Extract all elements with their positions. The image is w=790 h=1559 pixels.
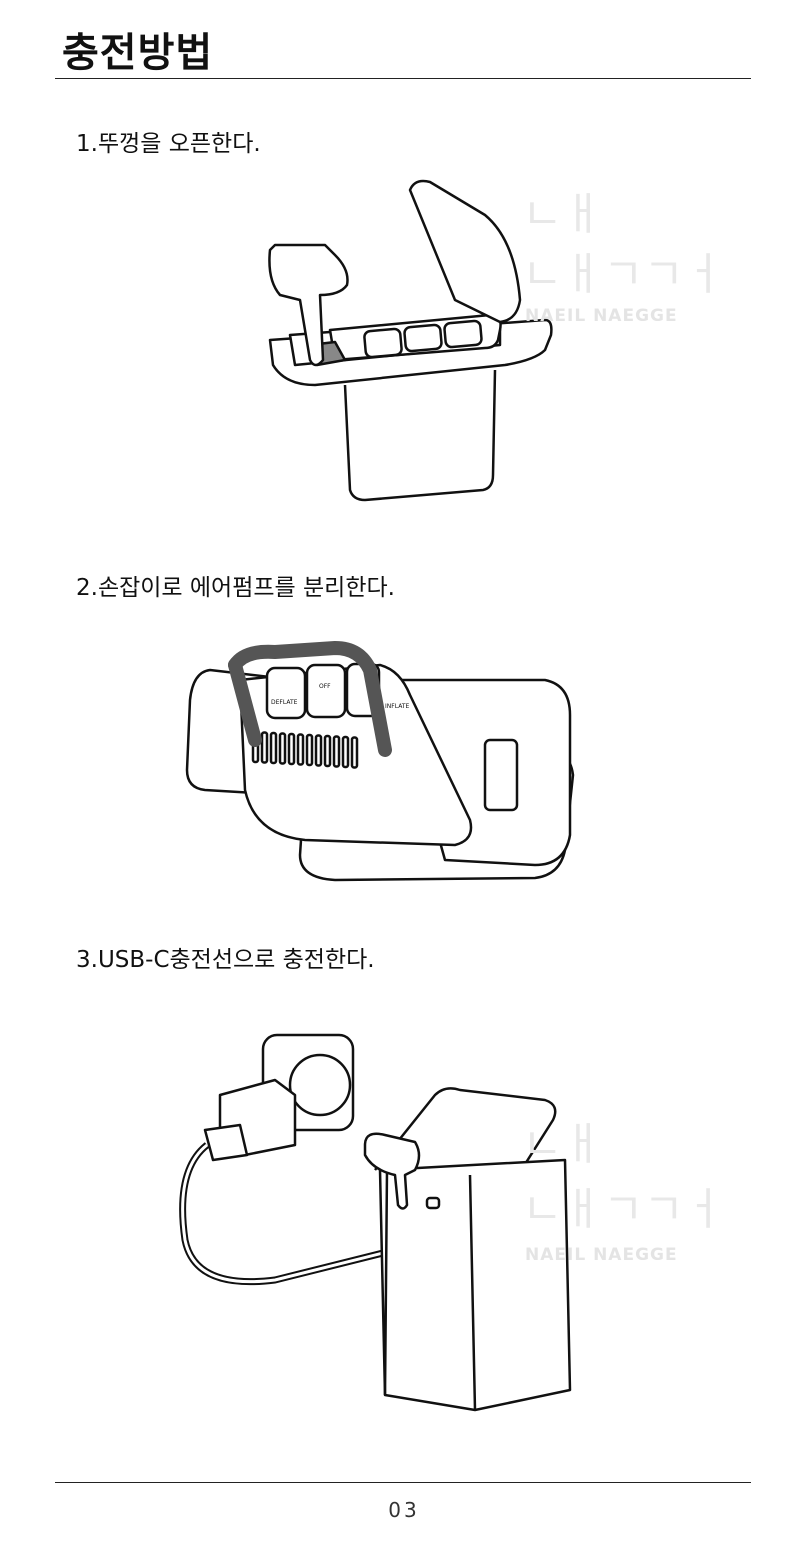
step-1-label: 1.뚜껑을 오픈한다.	[76, 131, 261, 157]
watermark-brand: NAEIL NAEGGE	[525, 306, 678, 326]
vent-rib	[296, 733, 305, 766]
detach-pump-illustration: DEFLATE OFF INFLATE	[185, 641, 575, 882]
vent-rib	[260, 731, 269, 764]
watermark-logo-2: ㄴㅐㄱㄱㅓ	[522, 249, 725, 300]
step-3-label: 3.USB-C충전선으로 충전한다.	[76, 947, 375, 973]
vent-rib	[341, 735, 350, 769]
footer-divider	[55, 1482, 751, 1483]
inflate-button-label: INFLATE	[385, 703, 409, 710]
vent-rib	[350, 736, 359, 769]
vent-rib	[323, 734, 332, 768]
vent-rib	[287, 732, 296, 766]
vent-rib	[314, 734, 323, 767]
watermark-logo: ㄴㅐ	[522, 189, 603, 240]
step-2-label: 2.손잡이로 에어펌프를 분리한다.	[76, 575, 395, 601]
page-title: 충전방법	[62, 30, 214, 76]
title-divider	[55, 78, 751, 79]
page-number: 03	[388, 1498, 420, 1522]
watermark-logo-3: ㄴㅐ	[522, 1119, 603, 1170]
vent-rib	[269, 731, 278, 765]
vent-rib	[278, 732, 287, 765]
off-button-label: OFF	[319, 683, 331, 690]
open-lid-illustration	[268, 179, 553, 502]
deflate-button-label: DEFLATE	[271, 699, 298, 706]
charging-illustration	[179, 1033, 572, 1412]
watermark-logo-4: ㄴㅐㄱㄱㅓ	[522, 1184, 725, 1235]
watermark-brand-2: NAEIL NAEGGE	[525, 1245, 678, 1265]
vent-rib	[305, 733, 314, 767]
vent-rib	[332, 735, 341, 768]
